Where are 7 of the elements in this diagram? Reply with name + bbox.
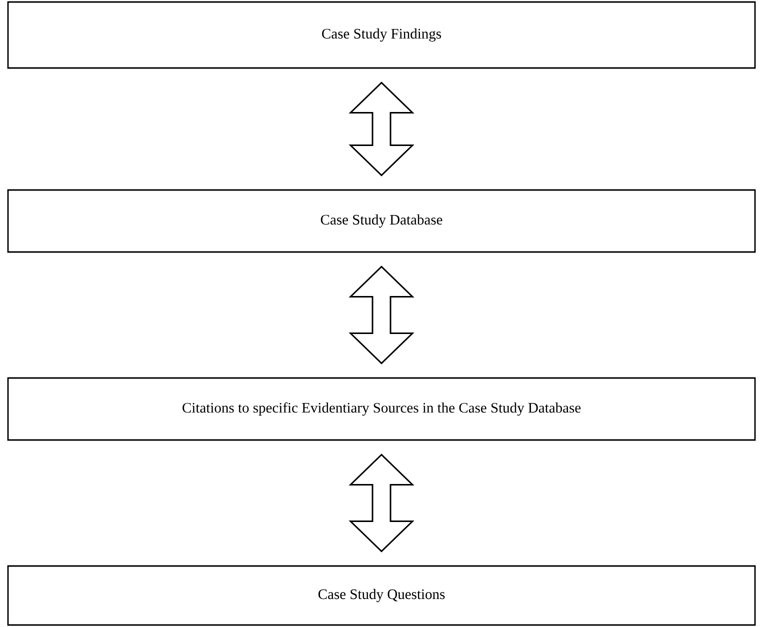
- double-arrow: [348, 266, 414, 364]
- process-box: Case Study Database: [7, 189, 756, 253]
- process-box: Case Study Questions: [7, 565, 756, 626]
- process-box: Case Study Findings: [7, 1, 756, 69]
- double-arrow: [348, 454, 414, 552]
- process-box: Citations to specific Evidentiary Sources in the Case Study Database: [7, 377, 756, 441]
- double-arrow: [348, 82, 414, 176]
